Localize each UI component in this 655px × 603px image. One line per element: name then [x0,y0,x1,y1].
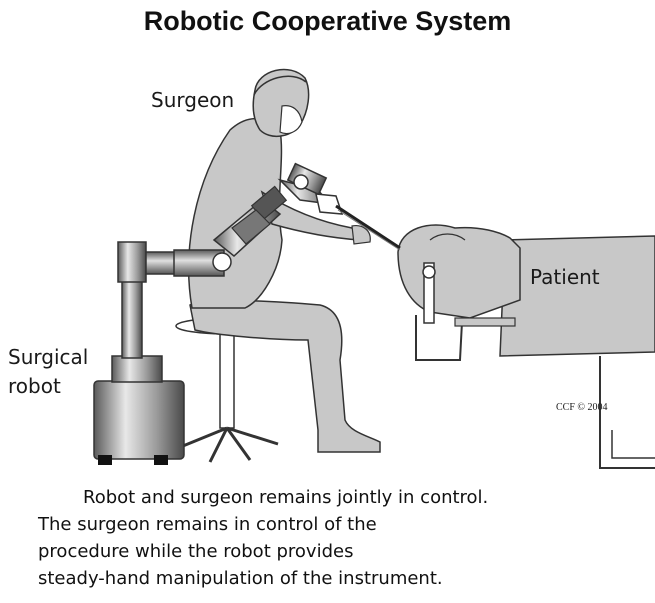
caption-line-3: procedure while the robot provides [38,541,353,562]
surgical-robot-label-line2: robot [8,372,88,401]
caption-line-4: steady-hand manipulation of the instrume… [38,568,443,589]
caption-line-1: Robot and surgeon remains jointly in con… [83,487,488,508]
surgical-robot-label: Surgical robot [8,343,88,401]
stool [176,318,280,462]
caption-line-2: The surgeon remains in control of the [38,514,377,535]
robot-base [94,356,184,465]
patient-figure [398,225,520,318]
copyright-notice: CCF © 2004 [556,402,608,413]
surgical-robot-label-line1: Surgical [8,343,88,372]
patient-label: Patient [530,265,600,289]
surgeon-label: Surgeon [151,88,234,112]
